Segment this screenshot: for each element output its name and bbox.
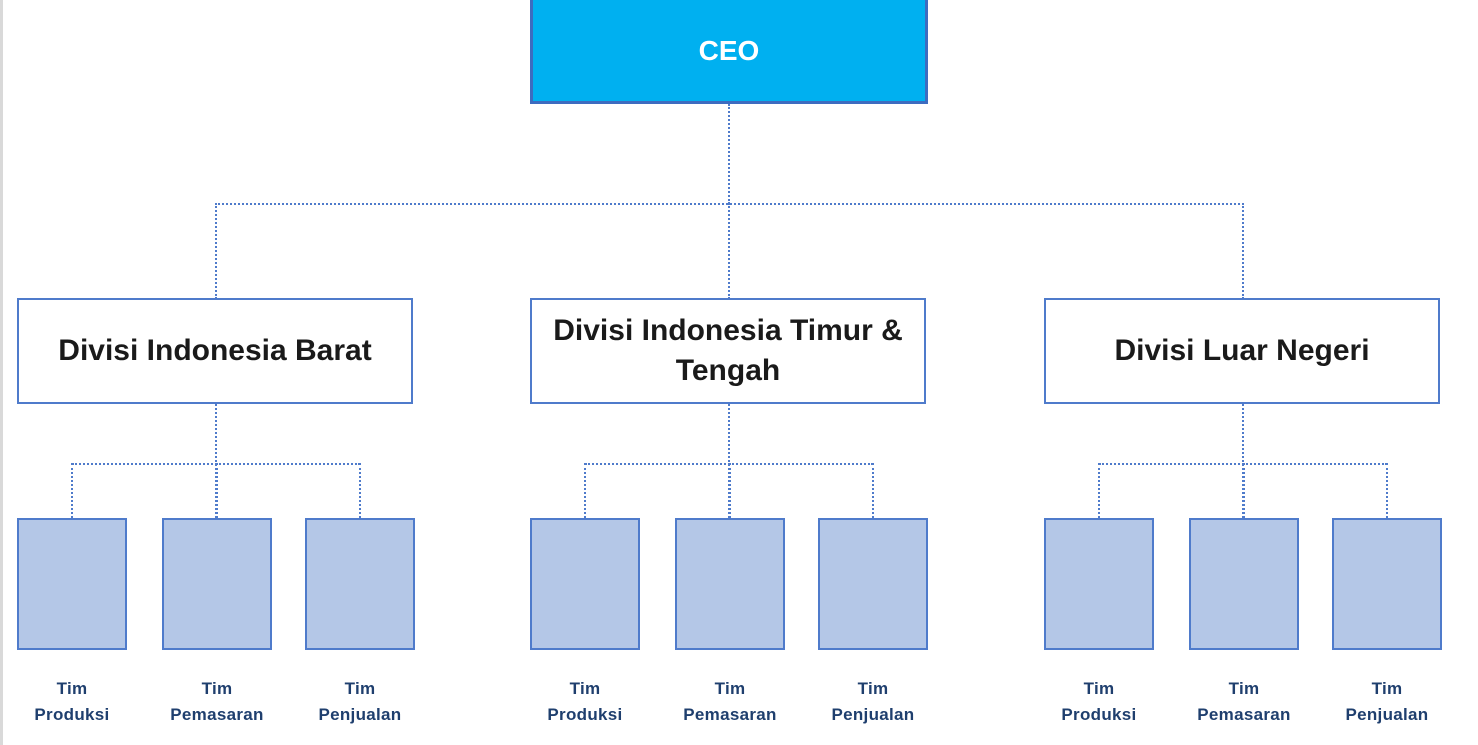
connector-team-1-3 bbox=[359, 463, 361, 518]
team-label-line2: Pemasaran bbox=[683, 705, 777, 724]
team-label-line1: Tim bbox=[201, 679, 233, 698]
team-label-line1: Tim bbox=[344, 679, 376, 698]
team-box bbox=[818, 518, 928, 650]
connector-team-1-2 bbox=[216, 463, 218, 518]
team-label-line2: Pemasaran bbox=[1197, 705, 1291, 724]
team-box bbox=[530, 518, 640, 650]
ceo-label: CEO bbox=[698, 34, 760, 66]
team-label-line1: Tim bbox=[714, 679, 746, 698]
team-label-line1: Tim bbox=[857, 679, 889, 698]
team-label-line1: Tim bbox=[1371, 679, 1403, 698]
connector-division-1-up bbox=[215, 203, 217, 299]
connector-team-3-3 bbox=[1386, 463, 1388, 518]
team-box bbox=[305, 518, 415, 650]
team-label-line1: Tim bbox=[56, 679, 88, 698]
division-label: Divisi Indonesia Barat bbox=[58, 334, 372, 367]
team-box bbox=[1189, 518, 1299, 650]
connector-division-2-down bbox=[728, 404, 730, 518]
team-label-line2: Penjualan bbox=[318, 705, 402, 724]
team-box bbox=[675, 518, 785, 650]
division-box-1: Divisi Indonesia Barat bbox=[17, 298, 413, 404]
team-label-line1: Tim bbox=[569, 679, 601, 698]
division-label: Divisi Luar Negeri bbox=[1114, 334, 1370, 367]
division-label: Divisi Indonesia Timur & Tengah bbox=[553, 314, 903, 387]
connector-division-3-up bbox=[1242, 203, 1244, 299]
team-label-line2: Penjualan bbox=[1345, 705, 1429, 724]
connector-division-1-down bbox=[215, 404, 217, 518]
division-box-3: Divisi Luar Negeri bbox=[1044, 298, 1440, 404]
connector-team-3-2 bbox=[1243, 463, 1245, 518]
ceo-box: CEO bbox=[530, 0, 928, 104]
connector-division-2-up bbox=[728, 203, 730, 299]
team-box bbox=[1044, 518, 1154, 650]
team-box bbox=[1332, 518, 1442, 650]
connector-team-2-3 bbox=[872, 463, 874, 518]
connector-division-3-down bbox=[1242, 404, 1244, 518]
connector-team-2-1 bbox=[584, 463, 586, 518]
connector-team-2-2 bbox=[729, 463, 731, 518]
team-box bbox=[162, 518, 272, 650]
connector-team-3-1 bbox=[1098, 463, 1100, 518]
left-edge-divider bbox=[0, 0, 3, 745]
team-label-line2: Produksi bbox=[34, 705, 110, 724]
team-label-line2: Produksi bbox=[1061, 705, 1137, 724]
team-box bbox=[17, 518, 127, 650]
team-label-line2: Penjualan bbox=[831, 705, 915, 724]
team-label-line1: Tim bbox=[1228, 679, 1260, 698]
connector-ceo-down bbox=[728, 104, 730, 204]
team-label-line1: Tim bbox=[1083, 679, 1115, 698]
team-label-line2: Pemasaran bbox=[170, 705, 264, 724]
division-box-2: Divisi Indonesia Timur & Tengah bbox=[530, 298, 926, 404]
connector-team-1-1 bbox=[71, 463, 73, 518]
team-label-line2: Produksi bbox=[547, 705, 623, 724]
